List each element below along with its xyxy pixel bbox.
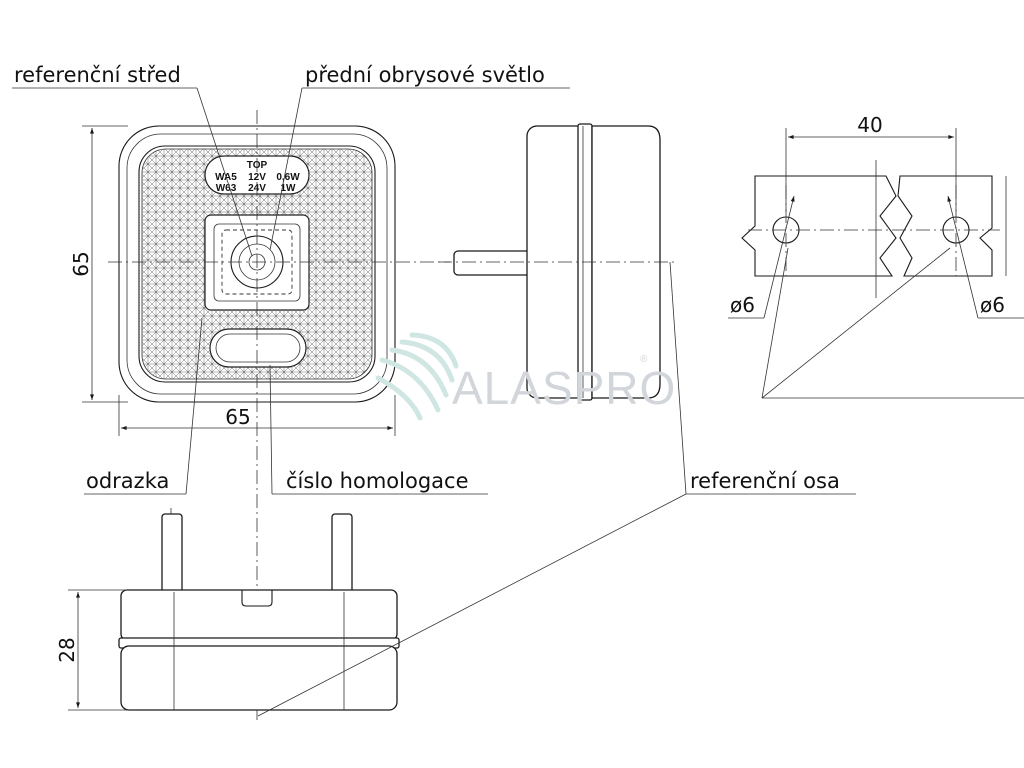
- top-pin-right: [331, 513, 353, 593]
- top-body-lens: [120, 645, 398, 711]
- dim-width: 65: [225, 405, 250, 429]
- marking-line2-right: 1W: [281, 183, 297, 194]
- dim-hole-left: ø6: [730, 293, 755, 317]
- mounting-plate-right: [897, 175, 993, 277]
- watermark-brand: ALASPRO: [452, 362, 676, 414]
- label-homologation-number: číslo homologace: [286, 469, 469, 493]
- homologation-slot: [209, 328, 307, 368]
- homologation-slot-inner: [215, 333, 301, 363]
- marking-line1-right: 0,6W: [276, 172, 300, 183]
- top-body-upper: [120, 589, 398, 641]
- dim-depth: 28: [55, 637, 79, 662]
- label-front-position-light: přední obrysové světlo: [305, 63, 545, 87]
- mounting-detail: 40 ø6 ø6: [728, 113, 1024, 399]
- mounting-plate-left: [741, 175, 897, 277]
- top-view: 28: [55, 508, 400, 711]
- side-pin: [453, 250, 535, 276]
- watermark-registered: ®: [640, 354, 648, 365]
- marking-line2-left: W63: [216, 183, 237, 194]
- label-reference-center: referenční střed: [14, 63, 181, 87]
- watermark-logo-icon: [375, 332, 459, 421]
- dim-spacing: 40: [857, 113, 882, 137]
- dim-hole-right: ø6: [980, 293, 1005, 317]
- reference-axis: referenční osa: [257, 261, 856, 717]
- front-view: TOP WA5 12V 0,6W W63 24V 1W 65 65 refe: [12, 63, 570, 720]
- label-reference-axis: referenční osa: [690, 469, 840, 493]
- top-notch: [241, 590, 273, 607]
- top-pin-left: [161, 513, 183, 593]
- dim-height: 65: [69, 251, 93, 276]
- label-reflector: odrazka: [86, 469, 169, 493]
- side-view: [438, 123, 676, 401]
- watermark: ALASPRO ®: [375, 332, 676, 421]
